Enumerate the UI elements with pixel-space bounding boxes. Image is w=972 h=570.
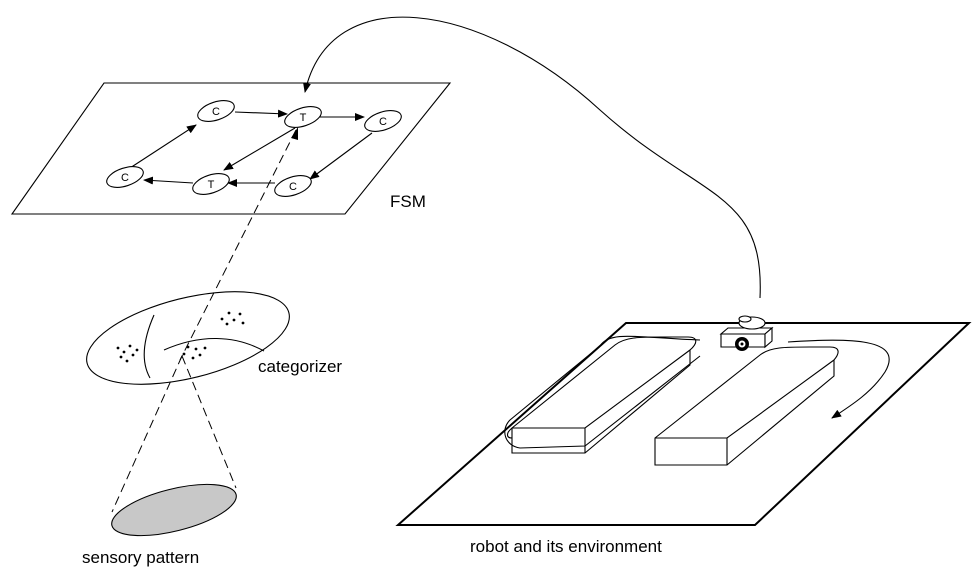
sensory-pattern-ellipse (111, 483, 237, 537)
robot-to-fsm-curve (303, 16, 761, 299)
fsm-label: FSM (390, 192, 426, 211)
cone-right-edge (181, 355, 237, 489)
fsm-node-label: C (379, 116, 387, 128)
fsm-node-label: C (289, 181, 297, 193)
categorizer-label: categorizer (258, 357, 342, 376)
projection-arrowhead (291, 127, 298, 140)
edge-t-bottom-to-c-left (143, 176, 194, 185)
fsm-node-label: T (208, 179, 215, 191)
fsm-node-label: T (300, 112, 307, 124)
edge-t-top-to-t-bottom (223, 127, 296, 171)
fsm-node-c-bottom-right: C (274, 175, 312, 197)
fsm-node-t-bottom: T (192, 173, 230, 195)
obstacle-left (506, 336, 697, 454)
robot-trajectory-loop (504, 335, 701, 449)
fsm-node-label: C (121, 172, 129, 184)
fsm-nodes: C T C C T C (106, 100, 402, 197)
sensory-pattern-label: sensory pattern (82, 548, 199, 567)
robot-environment-label: robot and its environment (470, 537, 662, 556)
projection-to-fsm (179, 129, 297, 361)
fsm-node-t-top: T (284, 106, 322, 128)
fsm-node-c-left: C (106, 166, 144, 188)
edge-c-left-to-c-top-left (129, 124, 197, 169)
category-cluster-top (220, 311, 245, 326)
categorizer-divider-right (163, 337, 265, 352)
edge-c-right-to-c-bottom-right (309, 132, 373, 180)
category-cluster-bottom (182, 345, 207, 360)
categorizer (86, 291, 290, 385)
fsm-node-c-right: C (364, 110, 402, 132)
environment-floor (395, 322, 972, 526)
fsm-edges (129, 109, 373, 187)
categorizer-divider-left (143, 314, 155, 379)
fsm-node-c-top-left: C (197, 100, 235, 122)
fsm-node-label: C (212, 106, 220, 118)
robot (719, 315, 774, 351)
category-cluster-left (116, 344, 139, 363)
robot-trajectory (787, 339, 890, 419)
edge-c-top-left-to-t-top (234, 109, 288, 118)
fsm-plane (10, 82, 452, 215)
obstacle-right (654, 346, 839, 466)
